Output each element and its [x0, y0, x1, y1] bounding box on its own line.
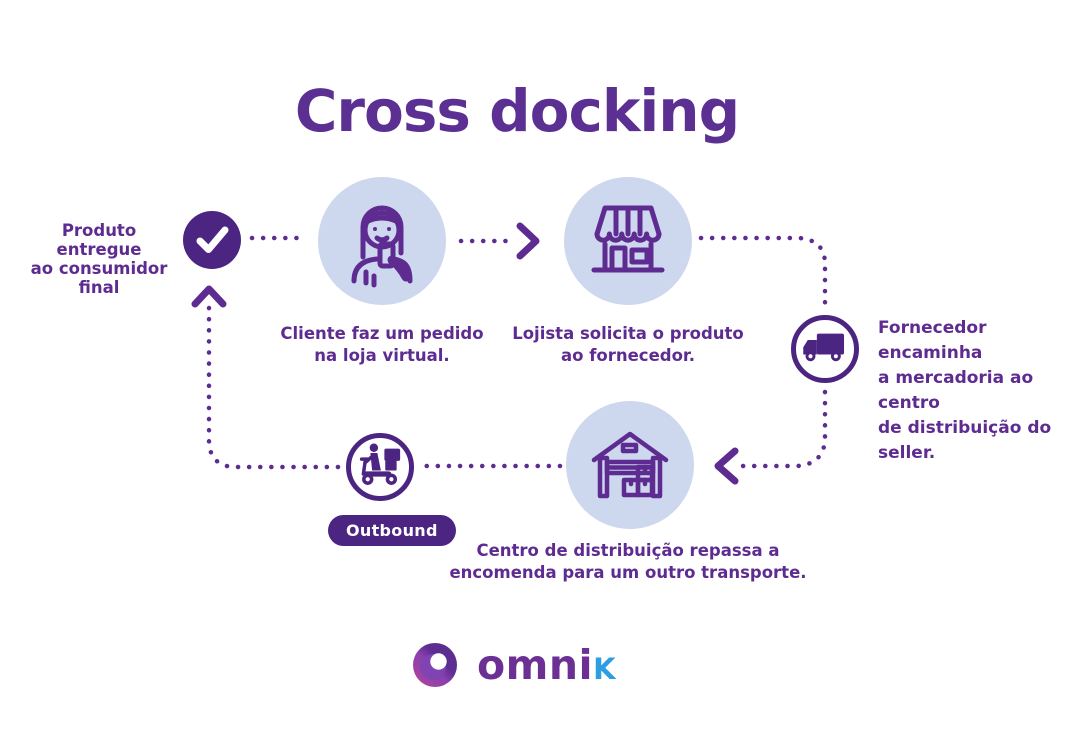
step-distribution-center-caption: Centro de distribuição repassa a encomen…: [449, 541, 807, 582]
truck-icon: [803, 333, 845, 362]
step-supplier-circle: [791, 315, 859, 383]
step-supplier-caption: Fornecedor encaminha a mercadoria ao cen…: [878, 318, 1052, 463]
storefront-icon: [591, 205, 665, 273]
step-distribution-center-circle: [566, 401, 694, 529]
arrowhead-right-icon: [516, 222, 540, 260]
step-merchant-circle: [564, 177, 692, 305]
step-delivered-label: Produto entregue ao consumidor final: [30, 221, 168, 297]
arrowhead-up-icon: [191, 285, 227, 308]
brand-wordmark: omnik: [476, 641, 617, 689]
page-title: Cross docking: [294, 76, 740, 145]
step-delivered-circle: [183, 211, 241, 269]
brand-logo: omnik: [0, 640, 1024, 690]
person-with-phone-icon: [351, 205, 413, 288]
arrowhead-left-icon: [714, 447, 739, 485]
warehouse-icon: [591, 431, 669, 499]
step-customer-circle: [318, 177, 446, 305]
delivery-scooter-icon: [359, 443, 401, 485]
step-customer-caption: Cliente faz um pedido na loja virtual.: [280, 324, 484, 365]
step-outbound-circle: [346, 433, 414, 501]
omnik-logo-mark: [412, 643, 457, 687]
step-merchant-caption: Lojista solicita o produto ao fornecedor…: [512, 324, 744, 365]
connector-merchant-to-supplier: [698, 235, 828, 309]
check-icon: [196, 226, 229, 253]
outbound-badge: Outbound: [328, 515, 456, 546]
connector-supplier-to-warehouse: [738, 389, 828, 469]
